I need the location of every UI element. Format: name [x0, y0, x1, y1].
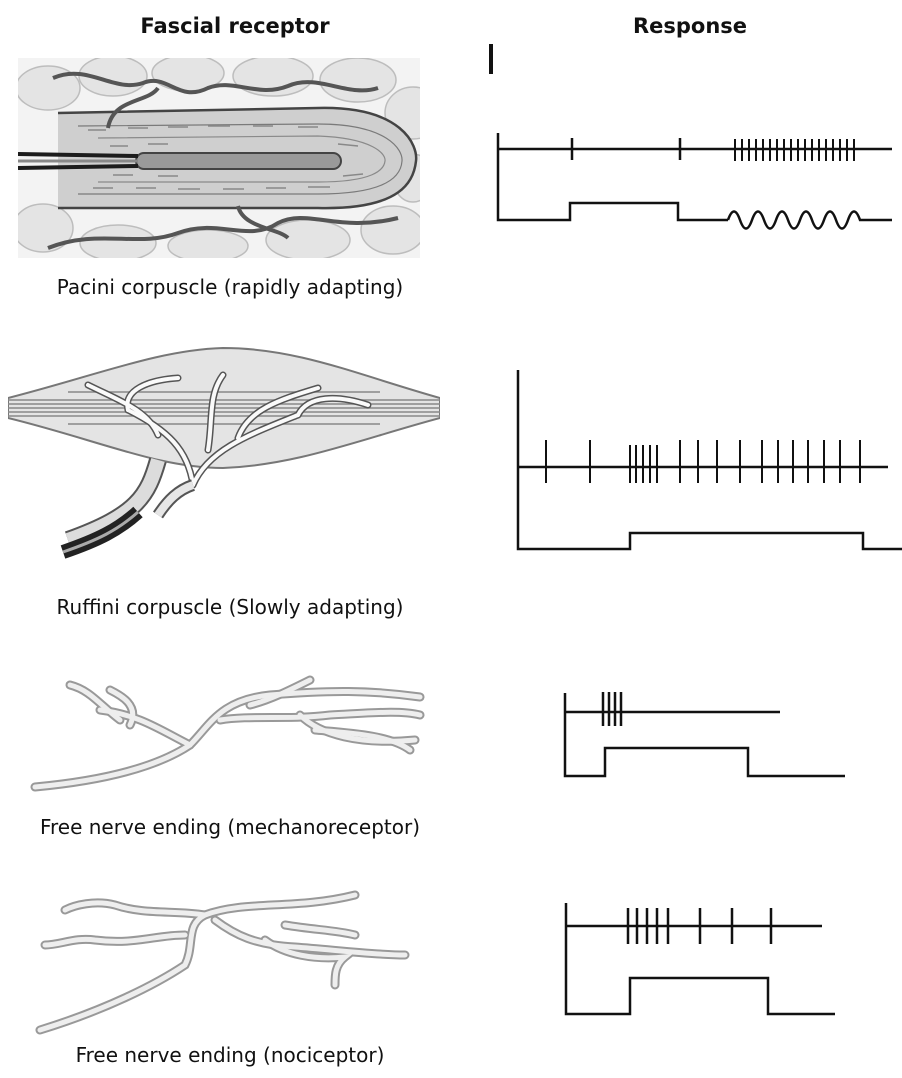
- mechanoreceptor-caption: Free nerve ending (mechanoreceptor): [20, 815, 440, 839]
- mechanoreceptor-response-trace: [560, 688, 850, 783]
- nociceptor-caption: Free nerve ending (nociceptor): [40, 1043, 420, 1067]
- pacini-response-trace: [490, 125, 902, 235]
- free-nerve-ending-nociceptor-illustration: [35, 885, 415, 1035]
- ruffini-response-trace: [510, 365, 902, 560]
- nociceptor-response-trace: [560, 898, 850, 1023]
- pacini-corpuscle-illustration: [18, 58, 420, 258]
- pacini-caption: Pacini corpuscle (rapidly adapting): [40, 275, 420, 299]
- column-header-response: Response: [600, 14, 780, 38]
- free-nerve-ending-mechanoreceptor-illustration: [30, 675, 430, 800]
- column-header-fascial-receptor: Fascial receptor: [95, 14, 375, 38]
- ruffini-caption: Ruffini corpuscle (Slowly adapting): [40, 595, 420, 619]
- ruffini-corpuscle-illustration: [8, 340, 440, 575]
- scale-bar: [489, 44, 493, 74]
